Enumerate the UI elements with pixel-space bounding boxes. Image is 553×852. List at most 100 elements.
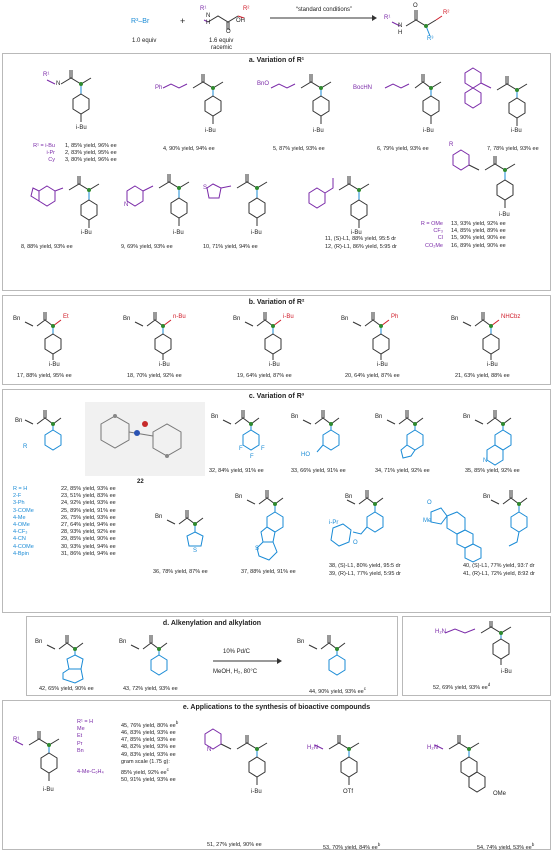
caption-34: 34, 71% yield, 92% ee bbox=[375, 468, 430, 474]
caption-10: 10, 71% yield, 94% ee bbox=[203, 244, 258, 250]
list-22-label-1: 2-F bbox=[13, 493, 22, 500]
structure-44-Bn: Bn bbox=[297, 639, 305, 645]
list-45-value-3: 48, 82% yield, 93% ee bbox=[121, 744, 176, 751]
list-22-label-6: 4-CF₃ bbox=[13, 529, 28, 536]
list-22-value-6: 28, 93% yield, 92% ee bbox=[61, 529, 116, 536]
panel-b-caption-3: 19, 64% yield, 87% ee bbox=[237, 373, 292, 379]
structure-10-S: S bbox=[203, 185, 208, 191]
panel-b-bn-4: Bn bbox=[341, 316, 349, 322]
caption-8: 8, 88% yield, 93% ee bbox=[21, 244, 73, 250]
caption-41: 41, (R)-L1, 72% yield, 8:92 dr bbox=[463, 571, 535, 577]
list-45-values: 45, 76% yield, 80% eeb 46, 83% yield, 93… bbox=[121, 719, 178, 784]
list-1-value-0: 1, 85% yield, 96% ee bbox=[65, 143, 117, 149]
list-45-label-4: Bn bbox=[77, 747, 84, 754]
list-1-label-1: i-Pr bbox=[46, 150, 55, 157]
structure-52 bbox=[444, 621, 512, 665]
caption-40: 40, (S)-L1, 77% yield, 93:7 dr bbox=[463, 563, 535, 569]
structure-40 bbox=[430, 490, 528, 563]
structure-5 bbox=[270, 74, 332, 124]
panel-c-title: c. Variation of R³ bbox=[248, 393, 305, 400]
structure-54-OMe: OMe bbox=[493, 791, 507, 797]
plus-sign: + bbox=[180, 16, 186, 26]
structure-51-iBu: i-Bu bbox=[251, 789, 262, 795]
hydrogenation-reagent-top: 10% Pd/C bbox=[223, 649, 251, 655]
panel-b-ibu-2: i-Bu bbox=[159, 362, 170, 368]
list-22-label-3: 3-COMe bbox=[13, 507, 34, 514]
structure-42 bbox=[46, 635, 84, 684]
panel-b-bn-5: Bn bbox=[451, 316, 459, 322]
product-R1: R¹ bbox=[384, 15, 391, 21]
structure-32-F2: F bbox=[261, 446, 265, 452]
structure-4-Ph: Ph bbox=[155, 85, 163, 91]
structure-45 bbox=[14, 731, 60, 781]
list-1-value-1: 2, 83% yield, 95% ee bbox=[65, 150, 117, 157]
list-1-label-2: Cy bbox=[48, 157, 55, 164]
structure-35-N: N bbox=[483, 458, 488, 464]
structure-6-iBu: i-Bu bbox=[423, 128, 434, 134]
panel-b-sub-4: Ph bbox=[391, 314, 399, 320]
structure-1 bbox=[46, 70, 92, 122]
header-reaction: R³–Br 1.0 equiv + R¹ N H O OH R² 1.6 equ… bbox=[0, 0, 553, 52]
panel-b-structure-5 bbox=[462, 312, 500, 360]
structure-5-BnO: BnO bbox=[257, 81, 270, 87]
structure-53-OTf: OTf bbox=[343, 789, 353, 795]
panel-b-bn-3: Bn bbox=[233, 316, 241, 322]
reagent1: R³–Br bbox=[131, 18, 150, 25]
structure-51-N: N bbox=[207, 747, 212, 753]
panel-b-sub-2: n-Bu bbox=[173, 314, 186, 320]
structure-38-iPr: i-Pr bbox=[329, 520, 339, 526]
structure-44 bbox=[308, 635, 346, 676]
structure-54-H2N: H₂N bbox=[427, 745, 438, 751]
reagent2-R2: R² bbox=[243, 6, 250, 12]
structure-4 bbox=[162, 74, 224, 124]
panel-52: H₂N i-Bu 52, 69% yield, 93% eed bbox=[402, 616, 551, 696]
list-45-label-6 bbox=[77, 762, 117, 769]
structure-45-R1: R¹ bbox=[13, 737, 20, 743]
structure-32-Bn: Bn bbox=[211, 414, 219, 420]
structure-11-iBu: i-Bu bbox=[351, 230, 362, 236]
panel-b-ibu-4: i-Bu bbox=[377, 362, 388, 368]
list-22-values: 22, 85% yield, 93% ee 23, 51% yield, 83%… bbox=[61, 486, 116, 558]
caption-4: 4, 90% yield, 94% ee bbox=[163, 146, 215, 152]
hydrogenation-reagent-bottom: MeOH, H₂, 80°C bbox=[213, 669, 258, 675]
list-13-label-3: CO₂Me bbox=[424, 242, 443, 249]
list-22-labels: R = H 2-F 3-Ph 3-COMe 4-Me 4-OMe 4-CF₃ 4… bbox=[13, 486, 49, 558]
reagent2-N: N bbox=[206, 13, 211, 19]
caption-38: 38, (S)-L1, 80% yield, 95:5 dr bbox=[329, 563, 401, 569]
structure-54 bbox=[434, 735, 486, 793]
list-45-label-0: R¹ = H bbox=[77, 719, 94, 725]
reaction-arrow bbox=[270, 15, 377, 21]
list-22-label-5: 4-OMe bbox=[13, 522, 30, 529]
structure-37-Bn: Bn bbox=[235, 494, 243, 500]
panel-b-title: b. Variation of R² bbox=[248, 299, 305, 306]
caption-37: 37, 88% yield, 91% ee bbox=[241, 569, 296, 575]
list-13-labels: R = OMe CF₃ Cl CO₂Me bbox=[413, 221, 443, 250]
structure-22-R: R bbox=[23, 444, 28, 450]
panel-e: e. Applications to the synthesis of bioa… bbox=[2, 700, 551, 851]
caption-53: 53, 70% yield, 84% eeb bbox=[323, 842, 381, 851]
list-1-labels: R¹ = i-Bu i-Pr Cy bbox=[23, 143, 55, 165]
reagent2-OH: OH bbox=[236, 18, 245, 24]
list-22-value-5: 27, 64% yield, 94% ee bbox=[61, 522, 116, 529]
structure-1-R1: R¹ bbox=[43, 72, 50, 78]
structure-43-Bn: Bn bbox=[119, 639, 127, 645]
reagent2-equiv: 1.6 equiv bbox=[209, 38, 234, 44]
list-45-label-2: Et bbox=[77, 733, 83, 740]
structure-8-iBu: i-Bu bbox=[81, 230, 92, 236]
caption-32: 32, 84% yield, 91% ee bbox=[209, 468, 264, 474]
structure-43 bbox=[130, 635, 168, 676]
caption-44: 44, 90% yield, 93% eec bbox=[309, 686, 367, 695]
structure-32-F1: F bbox=[239, 446, 243, 452]
list-13-value-3: 16, 89% yield, 90% ee bbox=[451, 242, 506, 249]
structure-7-iBu: i-Bu bbox=[511, 128, 522, 134]
structure-52-H2N: H₂N bbox=[435, 629, 446, 635]
conditions-label: “standard conditions” bbox=[296, 7, 353, 13]
panel-b-caption-2: 18, 70% yield, 92% ee bbox=[127, 373, 182, 379]
hydrogenation-arrow bbox=[213, 658, 282, 664]
reagent2-H: H bbox=[206, 20, 211, 26]
structure-13-R: R bbox=[449, 142, 454, 148]
structure-42-Bn: Bn bbox=[35, 639, 43, 645]
product-N: N bbox=[398, 23, 403, 29]
